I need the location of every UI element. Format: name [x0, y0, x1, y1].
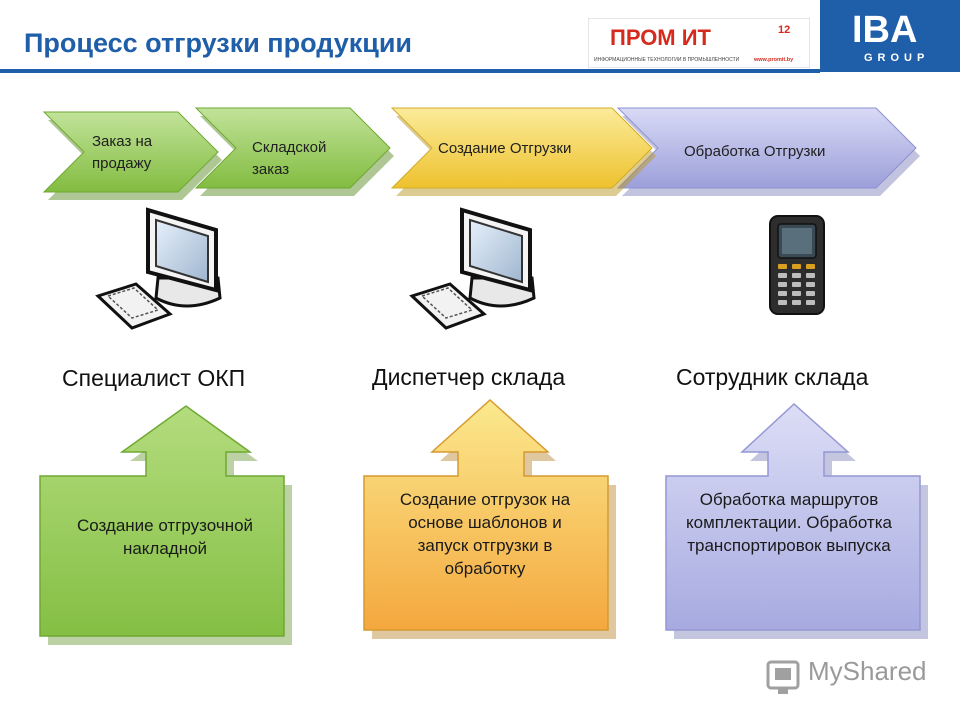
task-text-2: Создание отгрузок на основе шаблонов и з…	[399, 490, 571, 578]
task-callout-2	[363, 398, 616, 639]
promit-logo: ПРОМ ИТ 12 ИНФОРМАЦИОННЫЕ ТЕХНОЛОГИИ В П…	[588, 18, 810, 68]
iba-group-logo: IBA GROUP	[820, 0, 960, 72]
stage-label-2: Складской заказ	[252, 139, 327, 178]
stage-label-4: Обработка Отгрузки	[684, 143, 826, 160]
role-label-warehouse-worker: Сотрудник склада	[676, 364, 869, 390]
desktop-computer-icon	[409, 207, 536, 330]
task-text-3: Обработка маршрутов комплектации. Обрабо…	[686, 490, 892, 555]
role-label-okp: Специалист ОКП	[62, 365, 246, 391]
task-callout-1	[39, 405, 292, 645]
stage-label-1: Заказ на продажу	[92, 133, 153, 172]
myshared-watermark-text: MyShared	[808, 656, 927, 686]
task-text-1: Создание отгрузочной накладной	[76, 516, 254, 558]
promit-number-text: 12	[778, 24, 790, 36]
stage-label-3: Создание Отгрузки	[438, 140, 572, 157]
promit-main-text: ПРОМ ИТ	[610, 25, 712, 50]
stage-chevron-1	[42, 111, 222, 200]
handheld-scanner-icon	[769, 215, 825, 315]
iba-main-text: IBA	[852, 9, 917, 51]
header-divider	[0, 69, 820, 73]
task-callout-3	[665, 402, 928, 639]
stage-chevron-4	[616, 107, 920, 196]
stage-chevron-2	[194, 107, 394, 196]
page-title: Процесс отгрузки продукции	[24, 28, 413, 58]
promit-url-text: www.promit.by	[753, 57, 794, 63]
desktop-computer-icon	[95, 207, 222, 330]
promit-tagline-text: ИНФОРМАЦИОННЫЕ ТЕХНОЛОГИИ В ПРОМЫШЛЕННОС…	[594, 57, 740, 63]
role-label-dispatcher: Диспетчер склада	[372, 364, 566, 390]
myshared-watermark-icon	[766, 660, 800, 694]
stage-chevron-3	[390, 107, 656, 196]
iba-sub-text: GROUP	[864, 52, 929, 64]
